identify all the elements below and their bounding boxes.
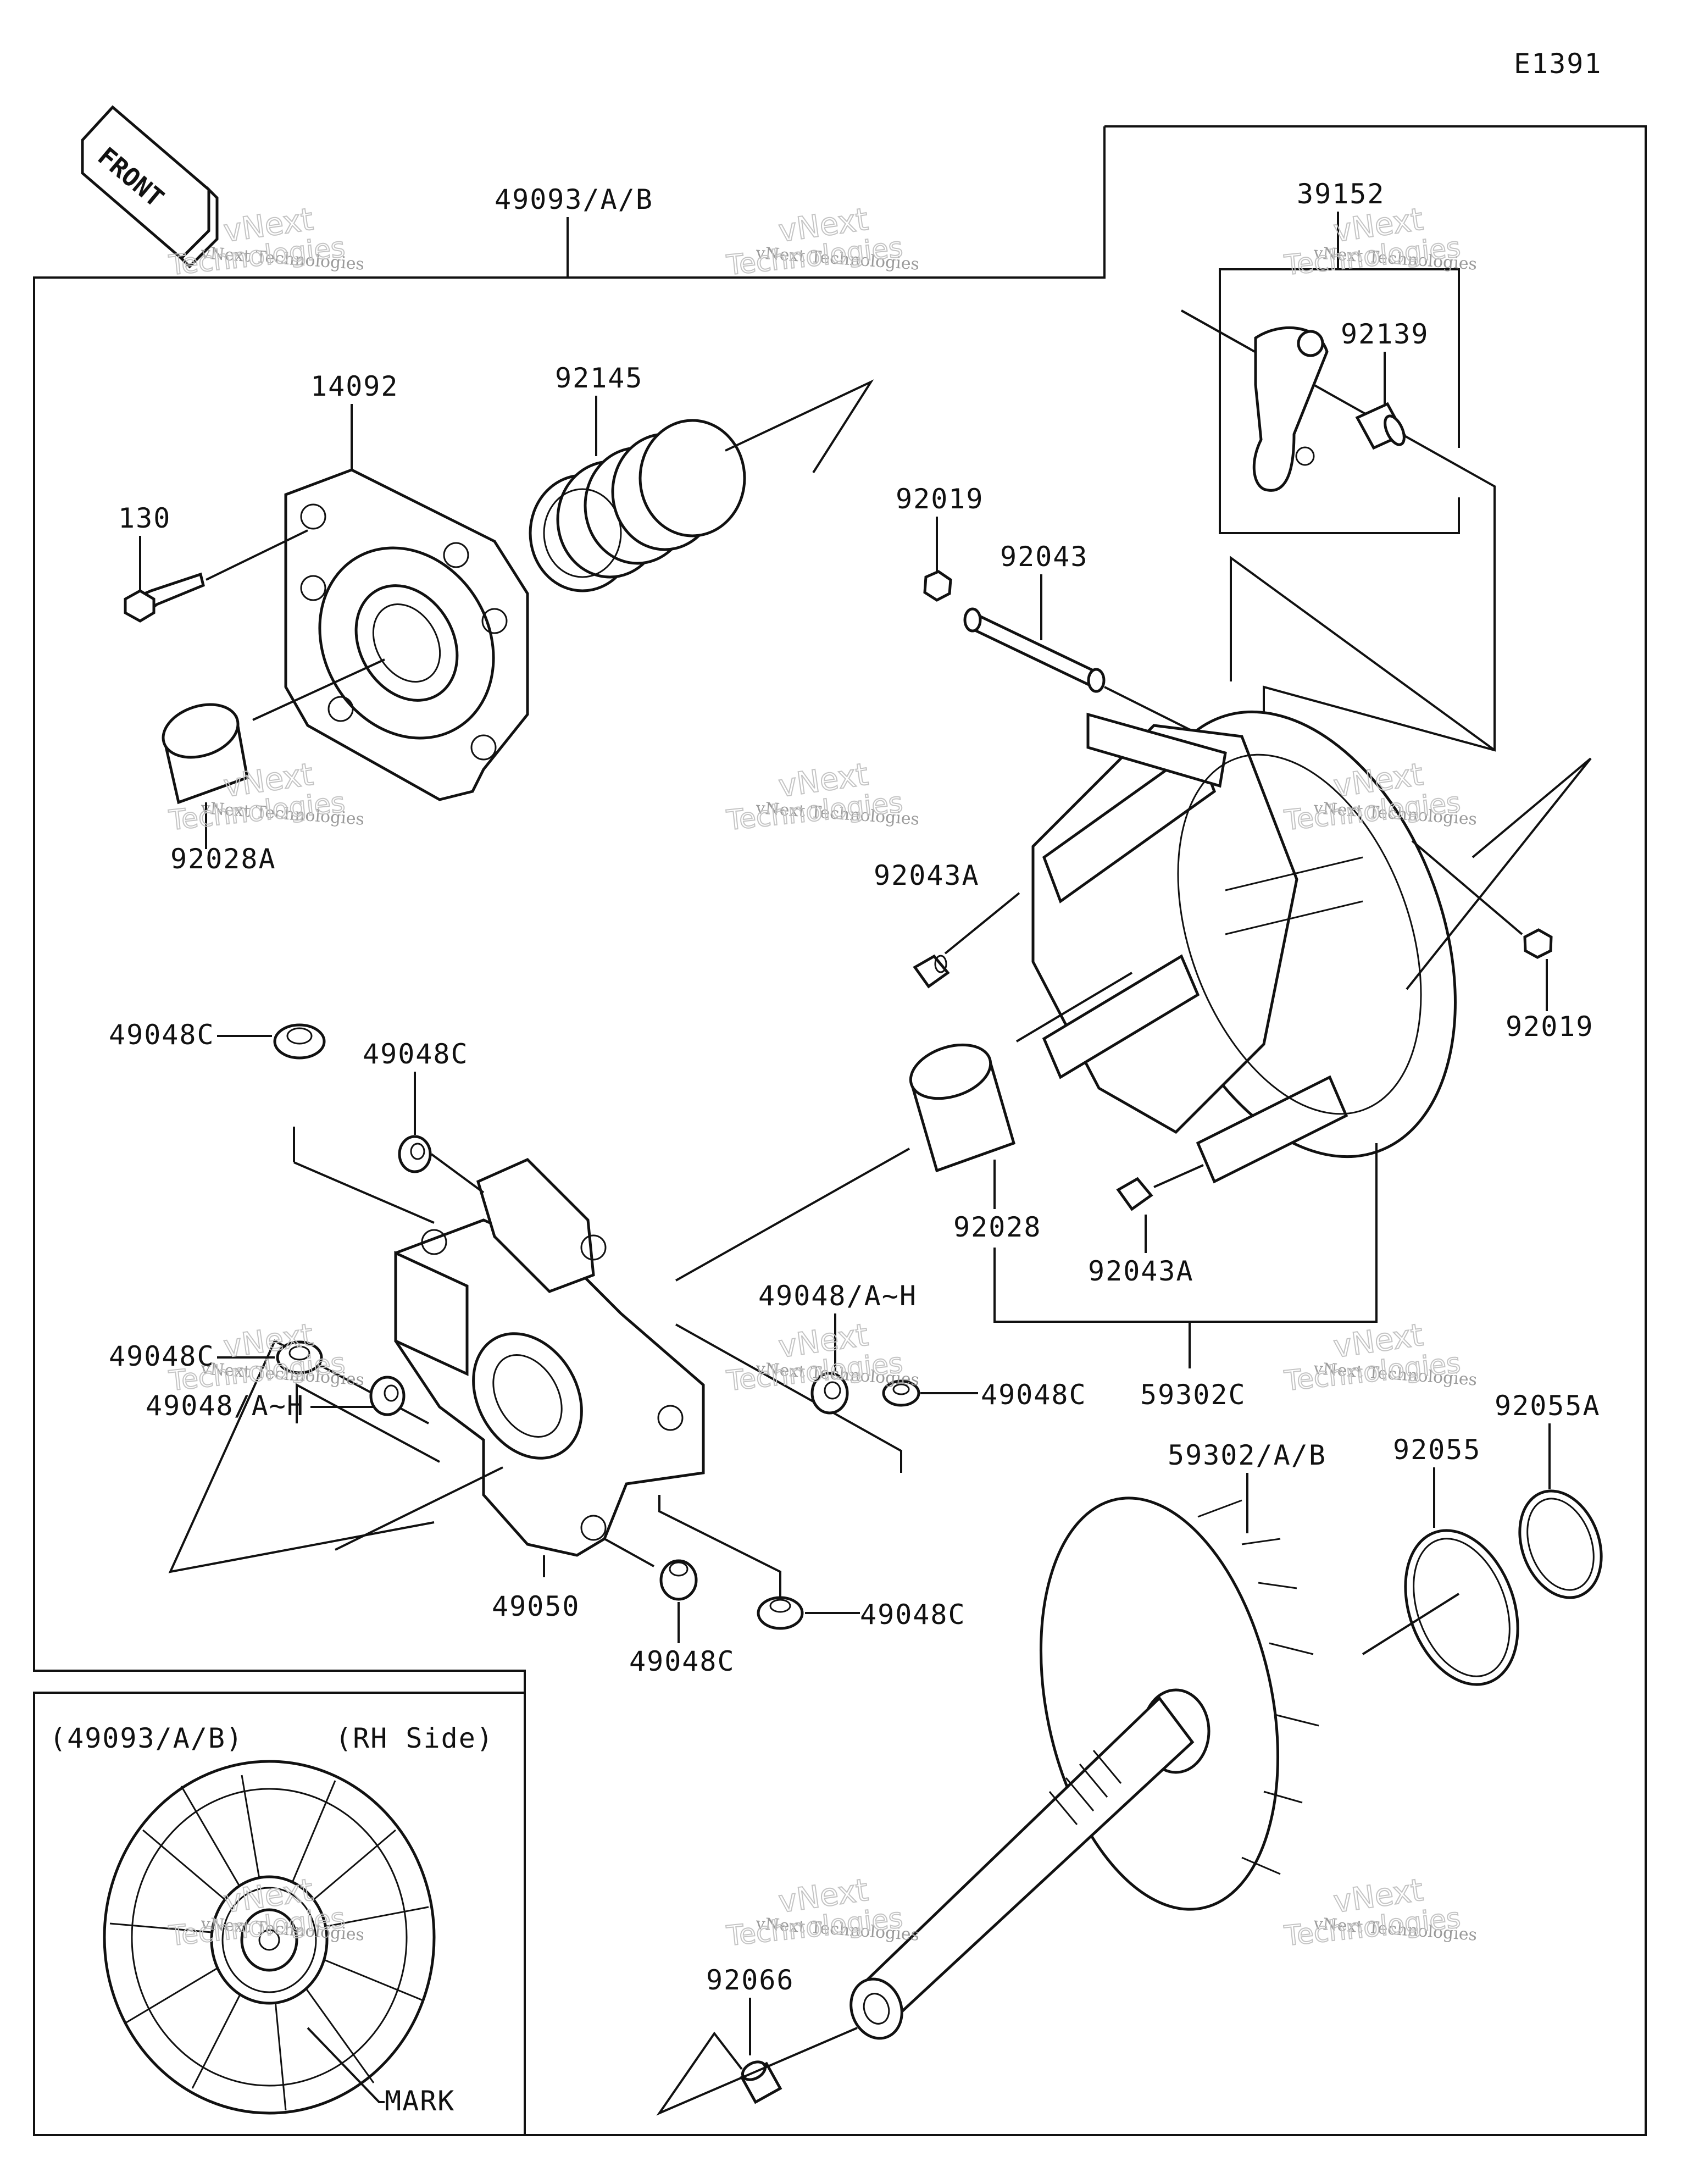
- callout-49048c-tl: 49048C: [109, 1019, 215, 1051]
- callout-49048c-bottom-right: 49048C: [860, 1599, 966, 1631]
- callout-92019-upper: 92019: [896, 483, 984, 515]
- callout-49048c-bottom: 49048C: [629, 1645, 735, 1677]
- callout-92145: 92145: [555, 362, 643, 394]
- callout-49048ah-left: 49048/A~H: [146, 1390, 304, 1422]
- pin-part: [963, 607, 1106, 693]
- callout-92028: 92028: [953, 1211, 1042, 1243]
- callout-14092: 14092: [310, 370, 399, 402]
- bushing-92028-part: [909, 1043, 1016, 1173]
- bolt-part: [124, 572, 205, 623]
- grommet-bottom-right-part: [757, 1596, 804, 1630]
- nut-part: [923, 570, 952, 602]
- bushing-part: [1355, 402, 1406, 450]
- callout-92028a: 92028A: [170, 843, 276, 875]
- callout-59302ab: 59302/A/B: [1168, 1439, 1326, 1471]
- o-ring-92055a-part: [1518, 1489, 1603, 1599]
- grommet-bottom-part: [659, 1559, 698, 1601]
- spider-part: [394, 1158, 705, 1557]
- callout-130: 130: [118, 502, 171, 534]
- callout-49048c-left: 49048C: [109, 1340, 215, 1372]
- callout-49048ah-right: 49048/A~H: [758, 1280, 917, 1312]
- pin-92043a-lower-part: [1116, 1177, 1153, 1211]
- callout-49048c-top: 49048C: [363, 1038, 469, 1070]
- fixed-sheave-part: [849, 1496, 1319, 2040]
- assembly-boundary: [33, 125, 1647, 2136]
- callout-59302c: 59302C: [1140, 1379, 1246, 1411]
- callout-92066: 92066: [706, 1964, 795, 1996]
- callout-92019-right: 92019: [1506, 1011, 1594, 1043]
- inset-title-right: (RH Side): [335, 1722, 494, 1754]
- callout-92055: 92055: [1393, 1434, 1481, 1466]
- callout-49093: 49093/A/B: [495, 184, 653, 215]
- spring-part: [529, 419, 746, 592]
- movable-sheave-part: [1031, 710, 1457, 1184]
- callout-49048c-right: 49048C: [981, 1379, 1087, 1411]
- o-ring-92055-part: [1404, 1529, 1519, 1686]
- callout-39152: 39152: [1297, 178, 1385, 210]
- bushing-92028a-part: [162, 703, 249, 805]
- callout-92139: 92139: [1341, 318, 1429, 350]
- grommet-left-part: [276, 1340, 323, 1374]
- callout-92043a-upper: 92043A: [874, 860, 980, 891]
- callout-92055a: 92055A: [1495, 1390, 1601, 1422]
- bushing-92066-part: [740, 2060, 782, 2104]
- inset-box: [33, 1692, 526, 2136]
- fan-wheel-part: [103, 1760, 436, 2115]
- weight-left-part: [369, 1376, 406, 1416]
- grommet-right-part: [882, 1379, 920, 1407]
- inset-title-left: (49093/A/B): [49, 1722, 243, 1754]
- nut-right-part: [1523, 928, 1553, 959]
- weight-right-part: [810, 1372, 849, 1415]
- figure-code: E1391: [1514, 48, 1602, 80]
- callout-49050: 49050: [492, 1590, 580, 1622]
- grommet-part: [273, 1023, 326, 1060]
- front-arrow-icon: FRONT: [81, 105, 219, 269]
- pin-92043a-part: [913, 954, 950, 989]
- weight-arm-part: [1252, 326, 1329, 492]
- grommet-top-part: [398, 1135, 432, 1173]
- callout-92043a-lower: 92043A: [1088, 1255, 1194, 1287]
- cover-plate-part: [284, 468, 529, 801]
- callout-92043: 92043: [1000, 541, 1089, 573]
- inset-mark-label: MARK: [385, 2085, 455, 2117]
